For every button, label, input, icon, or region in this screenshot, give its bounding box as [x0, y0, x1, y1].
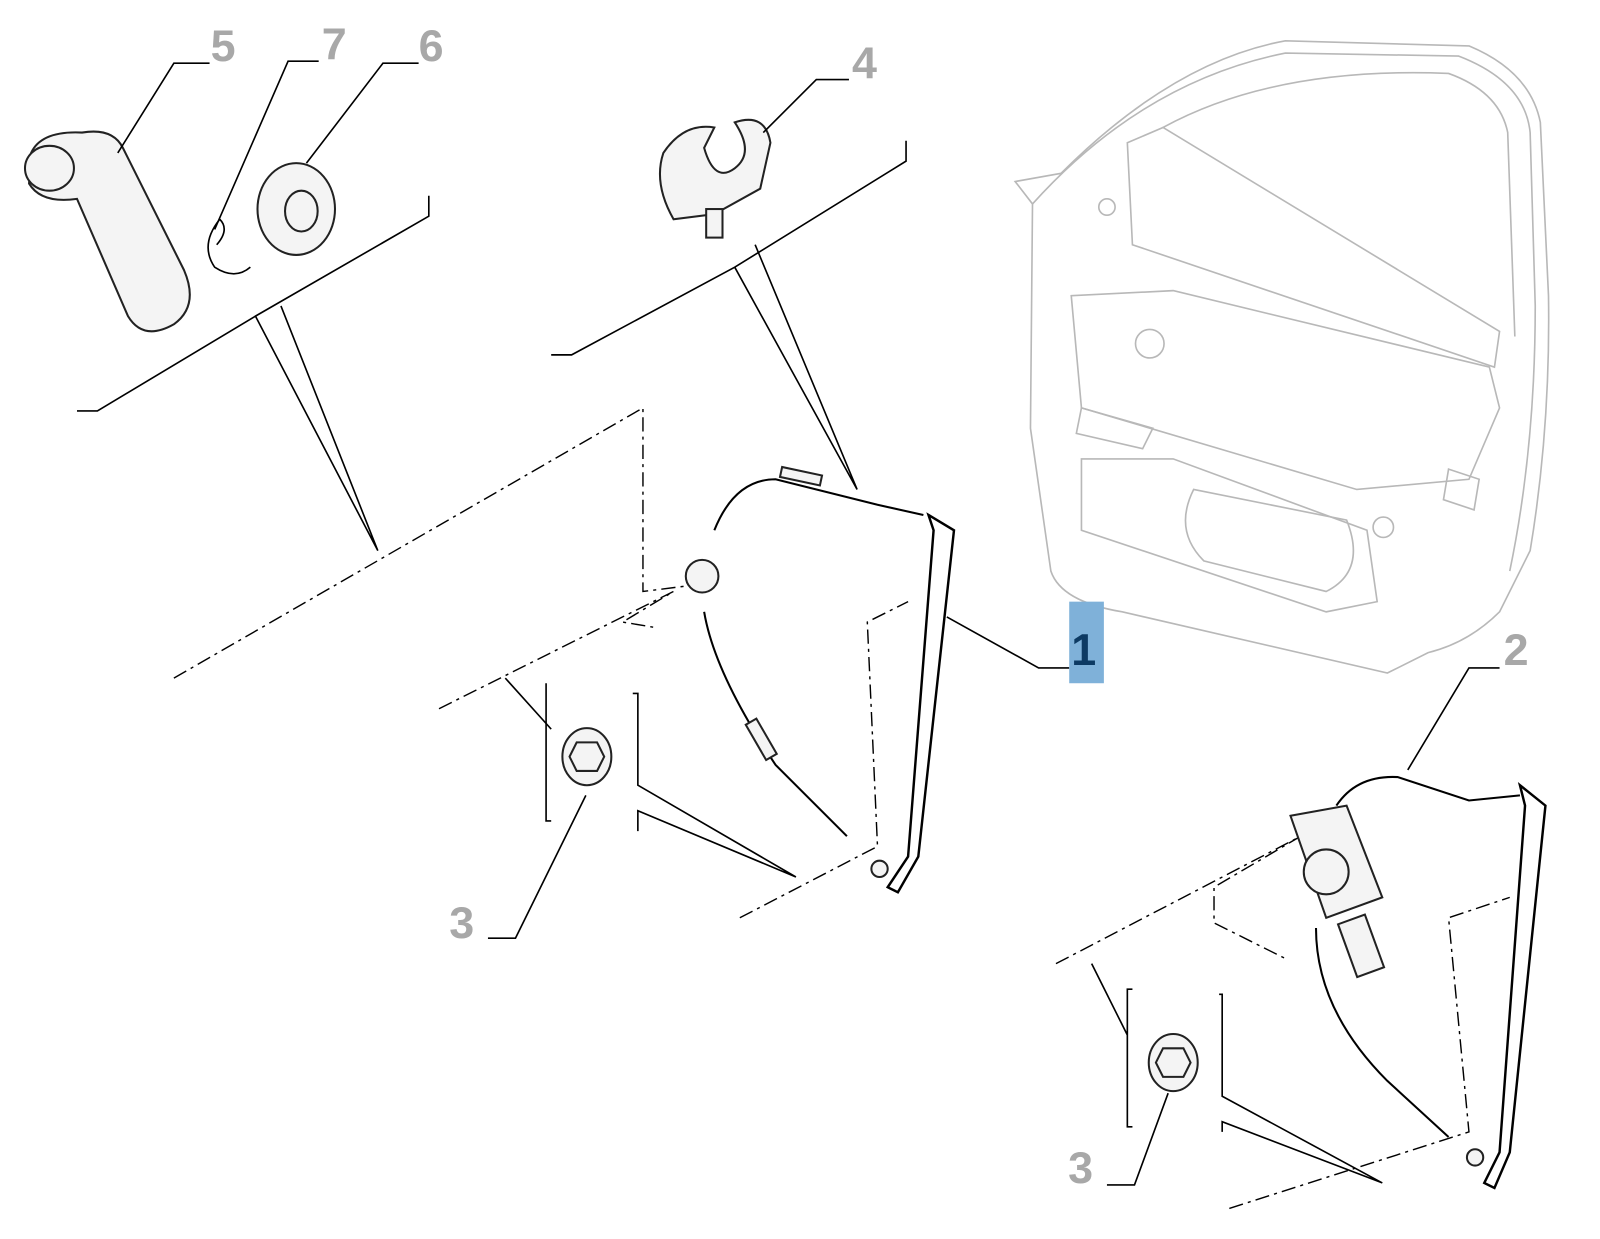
window-crank-handle[interactable]	[23, 130, 191, 333]
callout-2[interactable]: 2	[1504, 624, 1529, 675]
escutcheon-washer[interactable]	[256, 162, 337, 256]
callout-4[interactable]: 4	[852, 38, 877, 89]
callout-3[interactable]: 3	[1068, 1142, 1093, 1193]
callout-7[interactable]: 7	[322, 18, 347, 69]
window-regulator-manual[interactable]	[684, 465, 956, 894]
callout-1[interactable]: 1	[1071, 624, 1096, 675]
callout-5[interactable]: 5	[211, 20, 236, 71]
retaining-clip[interactable]	[207, 218, 251, 275]
window-regulator-electric[interactable]	[1289, 775, 1547, 1190]
callout-1-highlight	[1069, 601, 1104, 684]
flange-nut[interactable]	[1147, 1033, 1199, 1093]
callout-3[interactable]: 3	[449, 897, 474, 948]
callout-6[interactable]: 6	[419, 20, 444, 71]
assembly-centerlines	[173, 406, 1510, 1210]
flange-nut[interactable]	[561, 727, 613, 787]
door-panel	[1013, 39, 1550, 674]
bracket-part[interactable]	[658, 118, 772, 239]
leader-lines	[76, 60, 1500, 1186]
